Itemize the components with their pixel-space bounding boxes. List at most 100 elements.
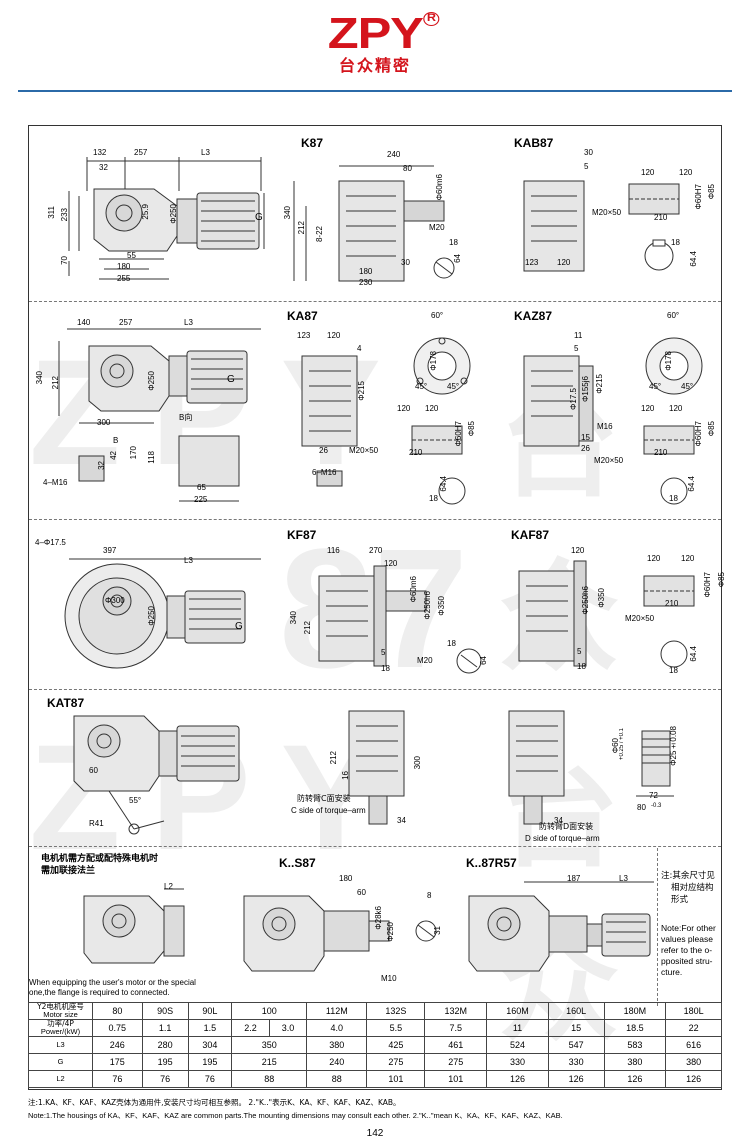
registered-mark: R	[422, 12, 439, 26]
dim-ka-212: 212	[51, 376, 60, 390]
table-cell: 215	[231, 1053, 308, 1071]
flange-drawing	[83, 888, 185, 964]
k87r57-drawing	[468, 881, 654, 972]
dim-kf-g: G	[235, 621, 243, 632]
model-label-ka87: KA87	[287, 309, 318, 323]
dim-ka-340: 340	[35, 371, 44, 385]
table-cell: 180L	[665, 1002, 722, 1020]
dim-kaz-phi17-5: Φ17.5	[569, 388, 578, 410]
header-rule	[18, 90, 732, 92]
dim-ka-b-dir: B向	[179, 413, 193, 422]
dim-kat-80-tol: -0.3	[651, 803, 662, 809]
dim-230: 230	[359, 278, 373, 287]
dim-m20: M20	[429, 223, 445, 232]
dim-kaf87-phi350: Φ350	[597, 588, 606, 608]
dim-kaz-m16: M16	[597, 422, 613, 431]
dim-kaz-60deg: 60°	[667, 311, 680, 320]
dim-kaf87-18b: 18	[669, 666, 678, 675]
k87-side-drawing	[68, 157, 265, 280]
dim-kaz-phi178: Φ178	[664, 351, 673, 371]
dim-kab-120b: 120	[679, 168, 693, 177]
model-label-k87: K87	[301, 136, 324, 150]
dim-kab-18: 18	[671, 238, 680, 247]
dim-kat-60: 60	[89, 766, 98, 775]
page-number: 142	[366, 1128, 384, 1139]
table-cell: 126	[603, 1070, 667, 1088]
footnote-cn: 注:1.KA、KF、KAF、KAZ壳体为通用件,安装尺寸均可相互参照。 2."K…	[28, 1098, 401, 1107]
side-note-cn-3: 形式	[671, 895, 689, 905]
side-note-cn-1: 注:其余尺寸见	[661, 871, 715, 881]
dim-kat-212: 212	[329, 751, 338, 765]
dim-233: 233	[60, 208, 69, 222]
dim-25-9: 25.9	[141, 204, 150, 220]
dim-kf-m20: M20	[417, 656, 433, 665]
dim-ks-8: 8	[427, 891, 432, 900]
table-cell: 76	[187, 1070, 233, 1088]
table-cell: 2.2	[231, 1019, 270, 1037]
dim-kaf87-120c: 120	[681, 554, 695, 563]
model-label-k87r57: K..87R57	[466, 856, 517, 870]
dim-8-22: 8-22	[315, 226, 324, 243]
dim-kaf-phi85: Φ85	[467, 421, 476, 437]
table-cell: 380	[603, 1053, 667, 1071]
dim-flange-l2: L2	[164, 882, 173, 891]
kat87-c-side-cn: 防转臂C面安装	[297, 794, 351, 803]
dim-kf-18b: 18	[381, 664, 390, 673]
dim-240: 240	[387, 150, 401, 159]
footnotes: 注:1.KA、KF、KAF、KAZ壳体为通用件,安装尺寸均可相互参照。 2."K…	[28, 1096, 728, 1122]
dim-kab-64-4: 64.4	[689, 251, 698, 267]
dim-kf-5: 5	[381, 648, 386, 657]
dim-ka-l3: L3	[184, 318, 193, 327]
table-cell: 76	[141, 1070, 189, 1088]
dim-l3: L3	[201, 148, 210, 157]
kaz87-drawing	[523, 337, 703, 505]
table-cell: 4.0	[306, 1019, 368, 1037]
dim-kaf-120: 120	[327, 331, 341, 340]
model-label-kab87: KAB87	[514, 136, 554, 150]
dim-kf-120: 120	[384, 559, 398, 568]
dim-kaf87-m20x50: M20×50	[625, 614, 655, 623]
dim-kaz-26: 26	[581, 444, 590, 453]
dim-kaf87-120: 120	[571, 546, 585, 555]
dim-255: 255	[117, 274, 131, 283]
dim-ka-225: 225	[194, 495, 208, 504]
dim-ks-60: 60	[357, 888, 366, 897]
dim-ka-m16: 4–M16	[43, 478, 68, 487]
table-cell: 0.75	[92, 1019, 143, 1037]
dim-r57-187: 187	[567, 874, 581, 883]
kf87-side-drawing	[64, 558, 261, 669]
dim-kat-r41: R41	[89, 819, 104, 828]
dim-kaz-phi85: Φ85	[707, 421, 716, 437]
dim-kf-phi250h6: Φ250h6	[423, 591, 432, 620]
table-cell: 100	[231, 1002, 308, 1020]
table-cell: 350	[231, 1036, 308, 1054]
dim-kf-212: 212	[303, 621, 312, 635]
dim-phi60m6: Φ60m6	[435, 174, 444, 201]
side-note-box	[657, 848, 721, 1006]
dim-kab-123: 123	[525, 258, 539, 267]
table-cell: 330	[486, 1053, 549, 1071]
table-cell: 175	[92, 1053, 143, 1071]
dim-kat-34: 34	[397, 816, 406, 825]
table-cell: 126	[486, 1070, 549, 1088]
table-cell: 3.0	[268, 1019, 308, 1037]
dim-kaf-210: 210	[409, 448, 423, 457]
table-cell: 304	[187, 1036, 233, 1054]
dim-kaz-m20x50: M20×50	[594, 456, 624, 465]
dim-kat-34b: 34	[554, 816, 563, 825]
dim-kaz-45b: 45°	[681, 382, 694, 391]
dim-kaf-123: 123	[297, 331, 311, 340]
dim-kaz-phi155j6: Φ155j6	[581, 376, 590, 402]
dim-kf-270: 270	[369, 546, 383, 555]
dim-ks-m10: M10	[381, 974, 397, 983]
dim-kaz-15: 15	[581, 433, 590, 442]
table-cell: 280	[141, 1036, 189, 1054]
dim-kf-phi60m6: Φ60m6	[409, 576, 418, 603]
dim-kf-116: 116	[327, 546, 340, 555]
table-cell: 583	[603, 1036, 667, 1054]
table-header-g: G	[28, 1053, 93, 1071]
